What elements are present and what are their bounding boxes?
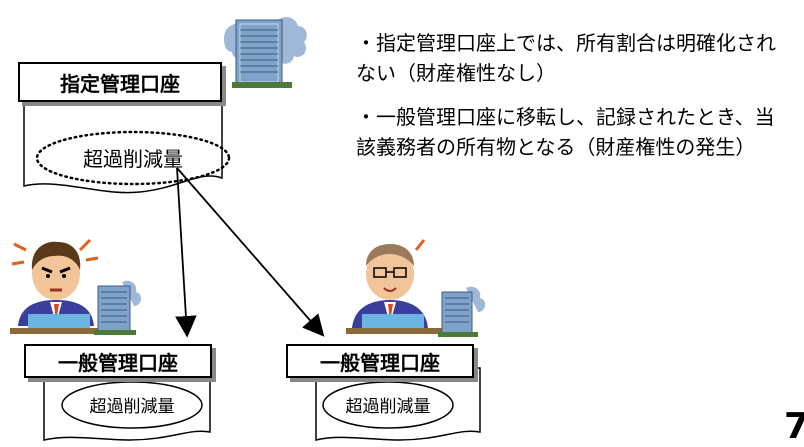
businessman-icon <box>346 239 452 334</box>
designated-amount-ellipse <box>35 130 231 186</box>
designated-amount-text: 超過削減量 <box>83 147 183 171</box>
office-building-icon <box>94 280 142 335</box>
page-number: 7 <box>784 406 804 447</box>
note-property-arises: ・一般管理口座に移転し、記録されたとき、当該義務者の所有物となる（財産権性の発生… <box>356 105 775 159</box>
general-account-right-label: 一般管理口座 <box>286 344 474 378</box>
office-building-icon <box>438 286 486 337</box>
designated-document <box>23 99 223 194</box>
note-not-property: ・指定管理口座上では、所有割合は明確化されない（財産権性なし） <box>356 31 776 85</box>
arrow-to-right-account <box>176 167 325 337</box>
arrow-to-left-account <box>175 167 197 338</box>
office-building-icon <box>224 17 307 88</box>
general-left-amount-ellipse <box>61 381 203 429</box>
angry-businessman-icon <box>10 238 120 334</box>
general-right-document <box>315 367 481 441</box>
general-left-amount-text: 超過削減量 <box>90 397 175 417</box>
designated-account-label: 指定管理口座 <box>18 62 222 102</box>
general-account-left-label: 一般管理口座 <box>24 344 212 378</box>
general-right-amount-ellipse <box>322 381 454 429</box>
general-right-amount-text: 超過削減量 <box>346 397 431 417</box>
